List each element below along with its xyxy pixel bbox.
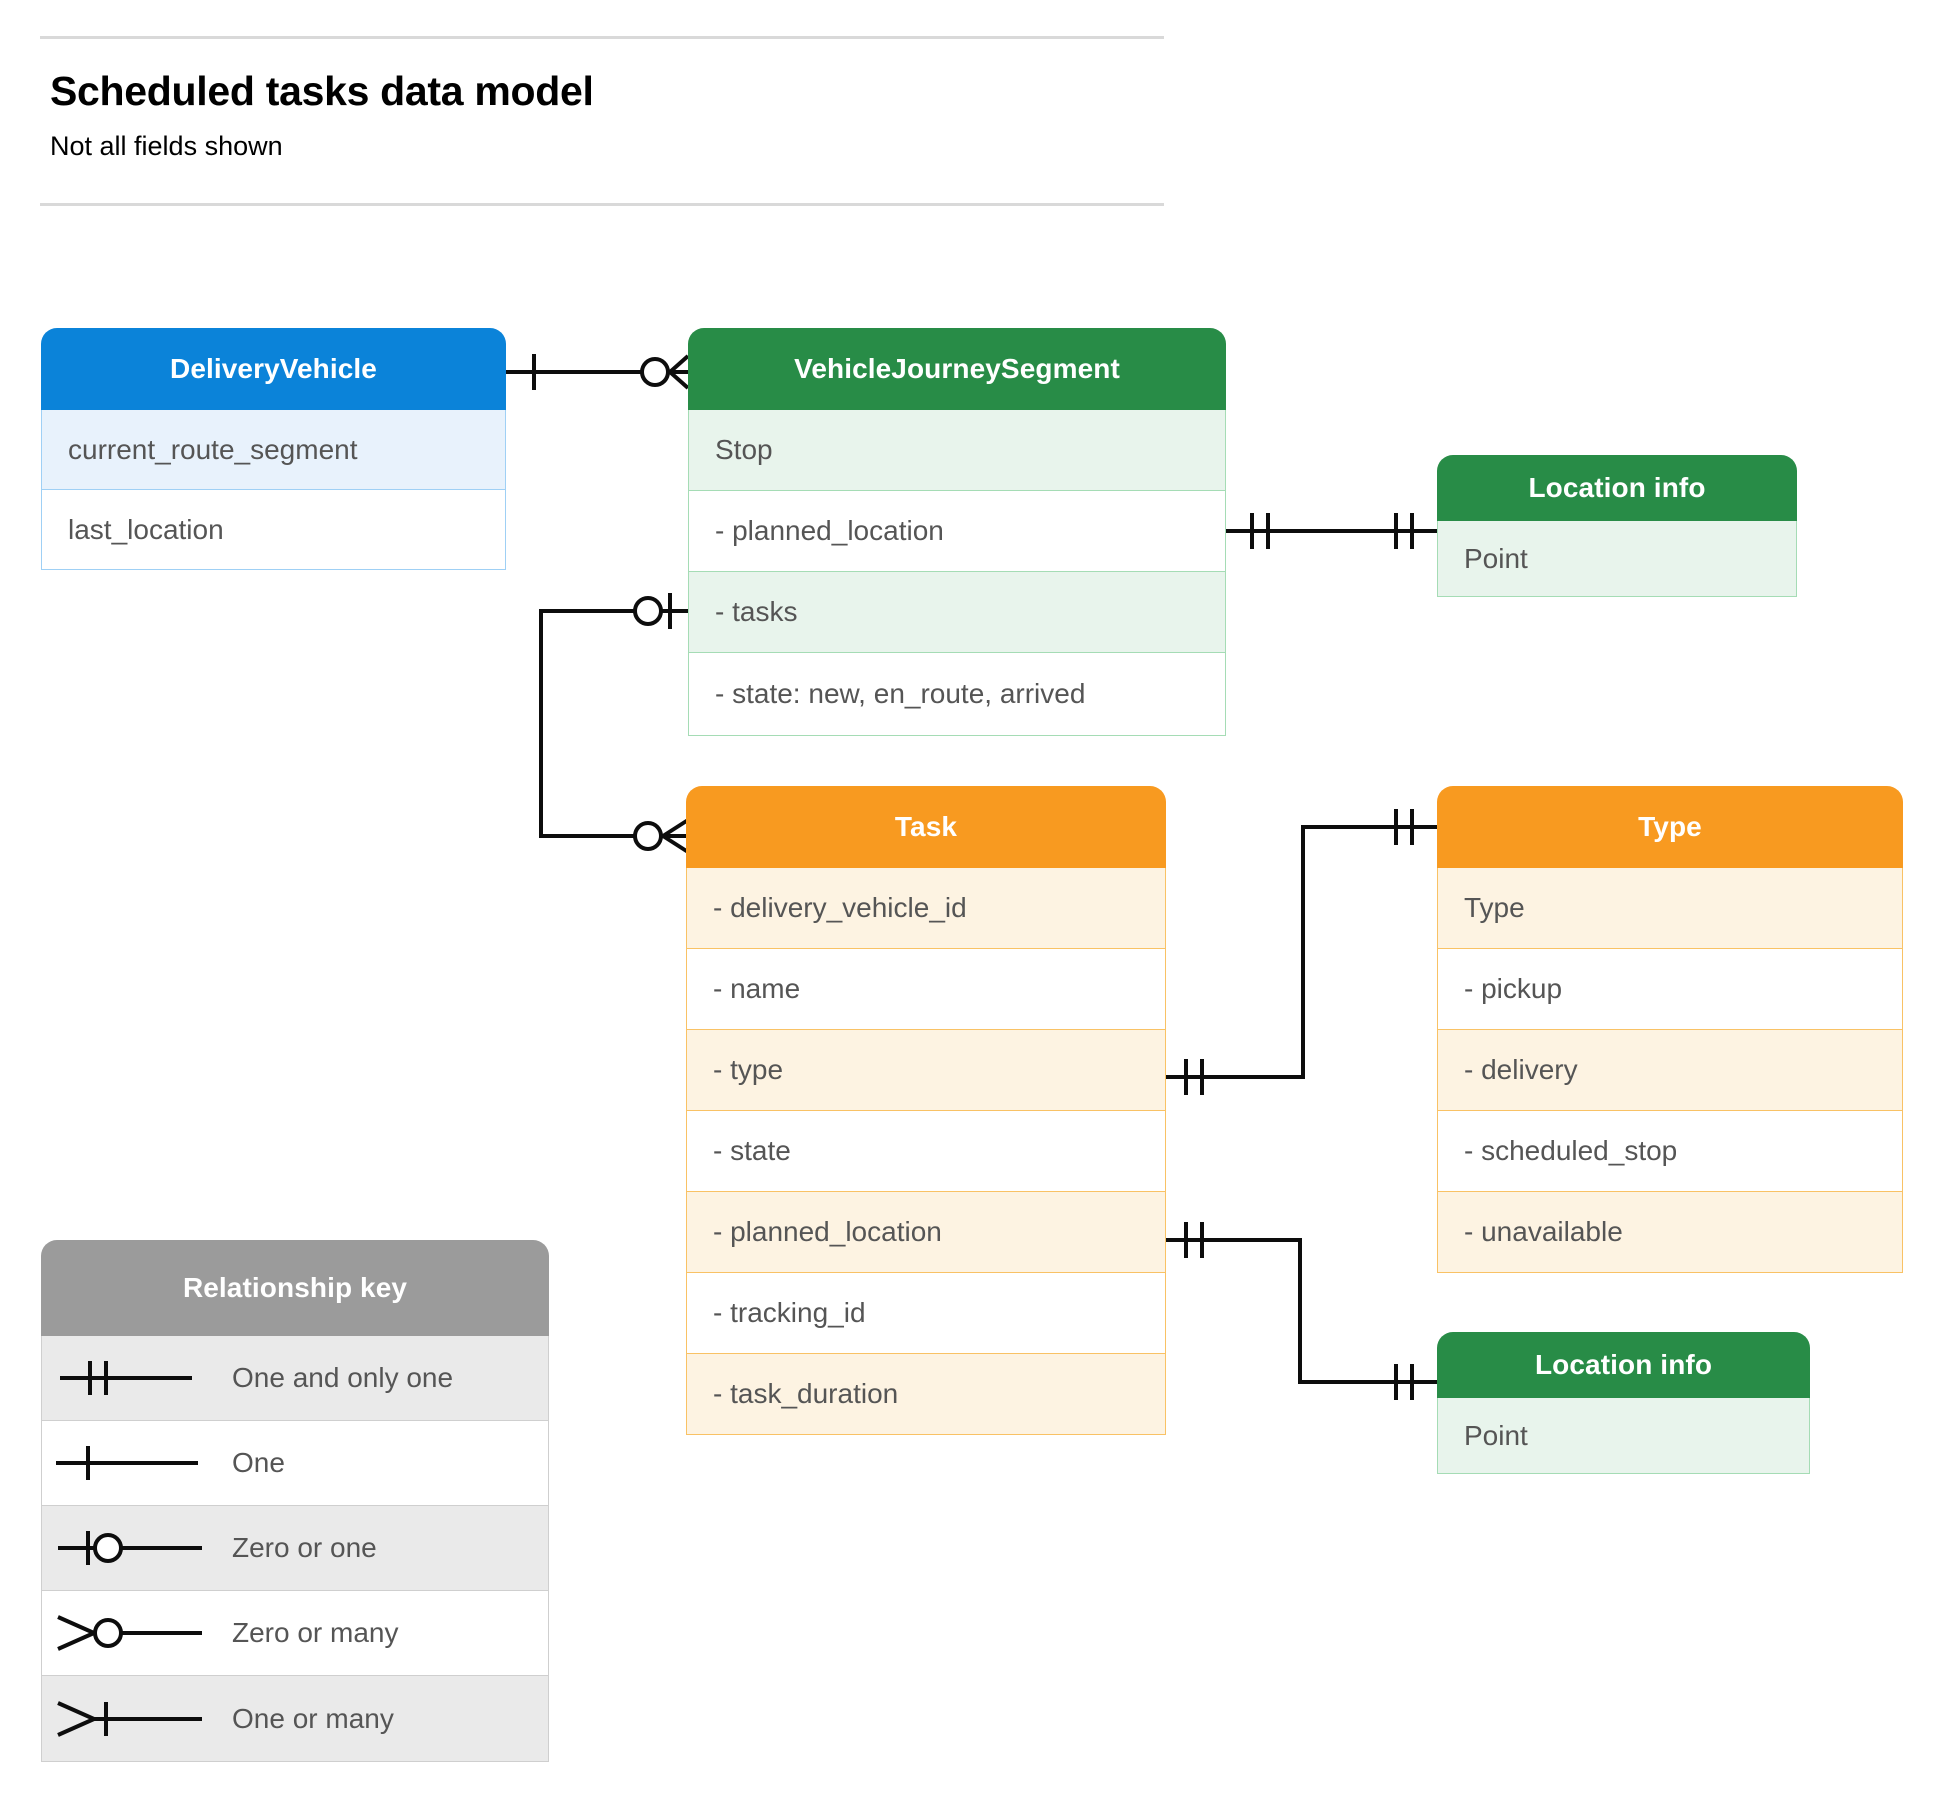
legend-header: Relationship key — [41, 1240, 549, 1336]
field-task-planned-location[interactable]: - planned_location — [686, 1192, 1166, 1273]
entity-header-location-info-top: Location info — [1437, 455, 1797, 521]
field-task-state[interactable]: - state — [686, 1111, 1166, 1192]
legend-item-one-or-many: One or many — [41, 1676, 549, 1762]
field-name[interactable]: - name — [686, 949, 1166, 1030]
entity-task[interactable]: Task - delivery_vehicle_id - name - type… — [686, 786, 1166, 1435]
page-title: Scheduled tasks data model — [50, 68, 594, 114]
legend-relationship-key: Relationship key One and only one One — [41, 1240, 549, 1762]
one-or-many-icon — [50, 1676, 226, 1761]
connector-task-type-type — [1166, 809, 1437, 1095]
legend-label-one-and-only-one: One and only one — [232, 1362, 454, 1393]
entity-location-info-bottom[interactable]: Location info Point — [1437, 1332, 1810, 1474]
field-type-label[interactable]: Type — [1437, 868, 1903, 949]
entity-header-type: Type — [1437, 786, 1903, 868]
zero-or-many-icon — [50, 1591, 226, 1675]
legend-item-one: One — [41, 1421, 549, 1506]
field-tasks[interactable]: - tasks — [688, 572, 1226, 653]
field-type[interactable]: - type — [686, 1030, 1166, 1111]
connector-deliveryvehicle-vehiclejourneysegment — [506, 354, 690, 390]
connector-vjs-plannedlocation-locationinfo — [1226, 513, 1437, 549]
legend-item-one-and-only-one: One and only one — [41, 1336, 549, 1421]
field-point-top[interactable]: Point — [1437, 521, 1797, 597]
field-task-duration[interactable]: - task_duration — [686, 1354, 1166, 1435]
zero-or-one-icon — [50, 1506, 226, 1590]
connector-task-plannedlocation-locationinfo — [1166, 1222, 1437, 1400]
field-type-unavailable[interactable]: - unavailable — [1437, 1192, 1903, 1273]
legend-label-zero-or-many: Zero or many — [232, 1617, 399, 1648]
entity-header-vehicle-journey-segment: VehicleJourneySegment — [688, 328, 1226, 410]
one-icon — [50, 1421, 226, 1505]
legend-item-zero-or-one: Zero or one — [41, 1506, 549, 1591]
header-divider-top — [40, 36, 1164, 39]
field-type-scheduled-stop[interactable]: - scheduled_stop — [1437, 1111, 1903, 1192]
field-vjs-planned-location[interactable]: - planned_location — [688, 491, 1226, 572]
entity-delivery-vehicle[interactable]: DeliveryVehicle current_route_segment la… — [41, 328, 506, 570]
field-vjs-state[interactable]: - state: new, en_route, arrived — [688, 653, 1226, 736]
field-stop[interactable]: Stop — [688, 410, 1226, 491]
legend-label-one: One — [232, 1447, 285, 1478]
legend-item-zero-or-many: Zero or many — [41, 1591, 549, 1676]
entity-header-location-info-bottom: Location info — [1437, 1332, 1810, 1398]
one-and-only-one-icon — [50, 1336, 226, 1420]
entity-type[interactable]: Type Type - pickup - delivery - schedule… — [1437, 786, 1903, 1273]
field-type-pickup[interactable]: - pickup — [1437, 949, 1903, 1030]
field-delivery-vehicle-id[interactable]: - delivery_vehicle_id — [686, 868, 1166, 949]
entity-vehicle-journey-segment[interactable]: VehicleJourneySegment Stop - planned_loc… — [688, 328, 1226, 736]
field-tracking-id[interactable]: - tracking_id — [686, 1273, 1166, 1354]
header-divider-bottom — [40, 203, 1164, 206]
field-type-delivery[interactable]: - delivery — [1437, 1030, 1903, 1111]
connector-vjs-tasks-task — [539, 593, 690, 854]
legend-label-one-or-many: One or many — [232, 1702, 394, 1734]
entity-header-delivery-vehicle: DeliveryVehicle — [41, 328, 506, 410]
entity-header-task: Task — [686, 786, 1166, 868]
page-subtitle: Not all fields shown — [50, 131, 283, 161]
field-point-bottom[interactable]: Point — [1437, 1398, 1810, 1474]
field-current-route-segment[interactable]: current_route_segment — [41, 410, 506, 490]
field-last-location[interactable]: last_location — [41, 490, 506, 570]
entity-location-info-top[interactable]: Location info Point — [1437, 455, 1797, 597]
legend-label-zero-or-one: Zero or one — [232, 1532, 377, 1563]
